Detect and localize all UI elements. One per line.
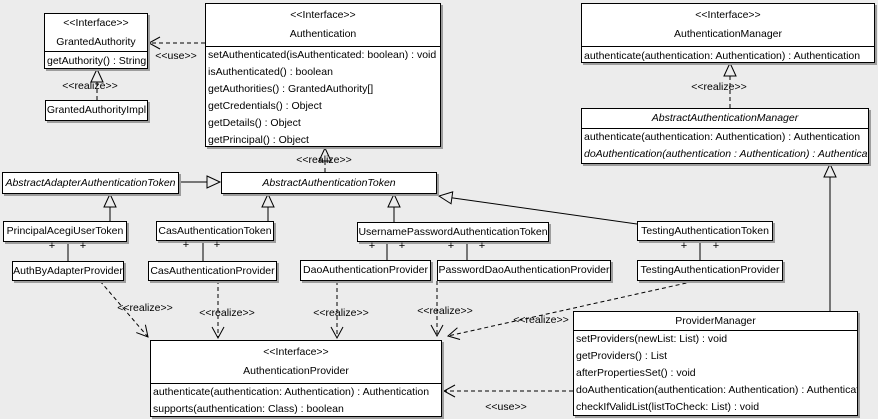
- assoc-plus-marker: +: [712, 240, 720, 252]
- assoc-plus-marker: +: [182, 239, 190, 251]
- class-title: <<Interface>> Authentication: [206, 4, 440, 47]
- assoc-plus-marker: +: [478, 240, 486, 252]
- method: authenticate(authentication: Authenticat…: [153, 386, 430, 398]
- realize-label: <<realize>>: [62, 80, 118, 92]
- class-testing-authentication-provider: TestingAuthenticationProvider: [637, 260, 783, 281]
- method: getProviders() : List: [576, 350, 668, 362]
- class-provider-manager: ProviderManager setProviders(newList: Li…: [573, 311, 858, 416]
- class-username-password-authentication-token: UsernamePasswordAuthenticationToken: [357, 222, 549, 242]
- class-name: AuthenticationProvider: [243, 365, 349, 377]
- stereotype-label: <<Interface>>: [695, 9, 761, 21]
- stereotype-label: <<Interface>>: [263, 346, 329, 358]
- class-title: <<Interface>> AuthenticationManager: [582, 4, 874, 47]
- assoc-plus-marker: +: [79, 240, 87, 252]
- stereotype-label: <<Interface>>: [63, 17, 129, 29]
- method: doAuthentication(authentication: Authent…: [576, 384, 857, 396]
- use-label: <<use>>: [485, 401, 527, 413]
- class-name: AbstractAuthenticationManager: [582, 109, 868, 129]
- class-abstract-authentication-manager: AbstractAuthenticationManager authentica…: [581, 108, 869, 164]
- class-granted-authority: <<Interface>> GrantedAuthority getAuthor…: [44, 13, 148, 69]
- realize-label: <<realize>>: [513, 314, 569, 326]
- assoc-plus-marker: +: [213, 239, 221, 251]
- assoc-plus-marker: +: [447, 240, 455, 252]
- realize-label: <<realize>>: [296, 154, 352, 166]
- class-cas-authentication-token: CasAuthenticationToken: [156, 221, 274, 241]
- realize-label: <<realize>>: [117, 302, 173, 314]
- method: setProviders(newList: List) : void: [576, 333, 728, 345]
- class-password-dao-authentication-provider: PasswordDaoAuthenticationProvider: [437, 260, 611, 281]
- method: supports(authentication: Class) : boolea…: [153, 403, 344, 415]
- class-granted-authority-impl: GrantedAuthorityImpl: [45, 100, 148, 121]
- realize-label: <<realize>>: [313, 307, 369, 319]
- class-auth-by-adapter-provider: AuthByAdapterProvider: [12, 261, 124, 281]
- class-name: GrantedAuthority: [56, 36, 136, 48]
- assoc-plus-marker: +: [680, 240, 688, 252]
- assoc-plus-marker: +: [368, 240, 376, 252]
- method: authenticate(authentication: Authenticat…: [584, 50, 861, 62]
- assoc-plus-marker: +: [398, 240, 406, 252]
- class-title: <<Interface>> GrantedAuthority: [45, 14, 147, 52]
- class-title: <<Interface>> AuthenticationProvider: [151, 341, 441, 384]
- class-name: Authentication: [289, 28, 357, 40]
- method: setAuthenticated(isAuthenticated: boolea…: [208, 49, 437, 61]
- class-abstract-adapter-authentication-token: AbstractAdapterAuthenticationToken: [2, 172, 179, 194]
- realize-label: <<realize>>: [691, 81, 747, 93]
- method: getPrincipal() : Object: [208, 134, 309, 146]
- class-cas-authentication-provider: CasAuthenticationProvider: [148, 261, 277, 281]
- class-authentication-provider: <<Interface>> AuthenticationProvider aut…: [150, 340, 442, 417]
- method: getDetails() : Object: [208, 117, 301, 129]
- realize-testingprovider: [446, 279, 701, 340]
- realize-label: <<realize>>: [199, 307, 255, 319]
- method: isAuthenticated() : boolean: [208, 66, 333, 78]
- class-name: AuthenticationManager: [674, 28, 782, 40]
- method: authenticate(authentication: Authenticat…: [584, 131, 861, 143]
- use-label: <<use>>: [155, 50, 197, 62]
- method: afterPropertiesSet() : void: [576, 367, 696, 379]
- method: checkIfValidList(listToCheck: List) : vo…: [576, 401, 760, 413]
- class-authentication: <<Interface>> Authentication setAuthenti…: [205, 3, 441, 147]
- method: getAuthority() : String: [47, 55, 147, 67]
- method: doAuthentication(authentication : Authen…: [584, 148, 868, 160]
- class-abstract-authentication-token: AbstractAuthenticationToken: [221, 172, 437, 194]
- class-dao-authentication-provider: DaoAuthenticationProvider: [300, 260, 431, 281]
- method: getCredentials() : Object: [208, 100, 322, 112]
- gen-testingtoken-to-abstracttoken: [437, 191, 638, 225]
- method: getAuthorities() : GrantedAuthority[]: [208, 83, 374, 95]
- class-principal-acegi-user-token: PrincipalAcegiUserToken: [3, 221, 127, 242]
- class-testing-authentication-token: TestingAuthenticationToken: [637, 221, 773, 241]
- realize-label: <<realize>>: [417, 305, 473, 317]
- class-name: ProviderManager: [574, 312, 857, 331]
- realize-authbyadapterprovider: [99, 280, 149, 338]
- class-authentication-manager: <<Interface>> AuthenticationManager auth…: [581, 3, 875, 63]
- stereotype-label: <<Interface>>: [290, 9, 356, 21]
- assoc-plus-marker: +: [48, 240, 56, 252]
